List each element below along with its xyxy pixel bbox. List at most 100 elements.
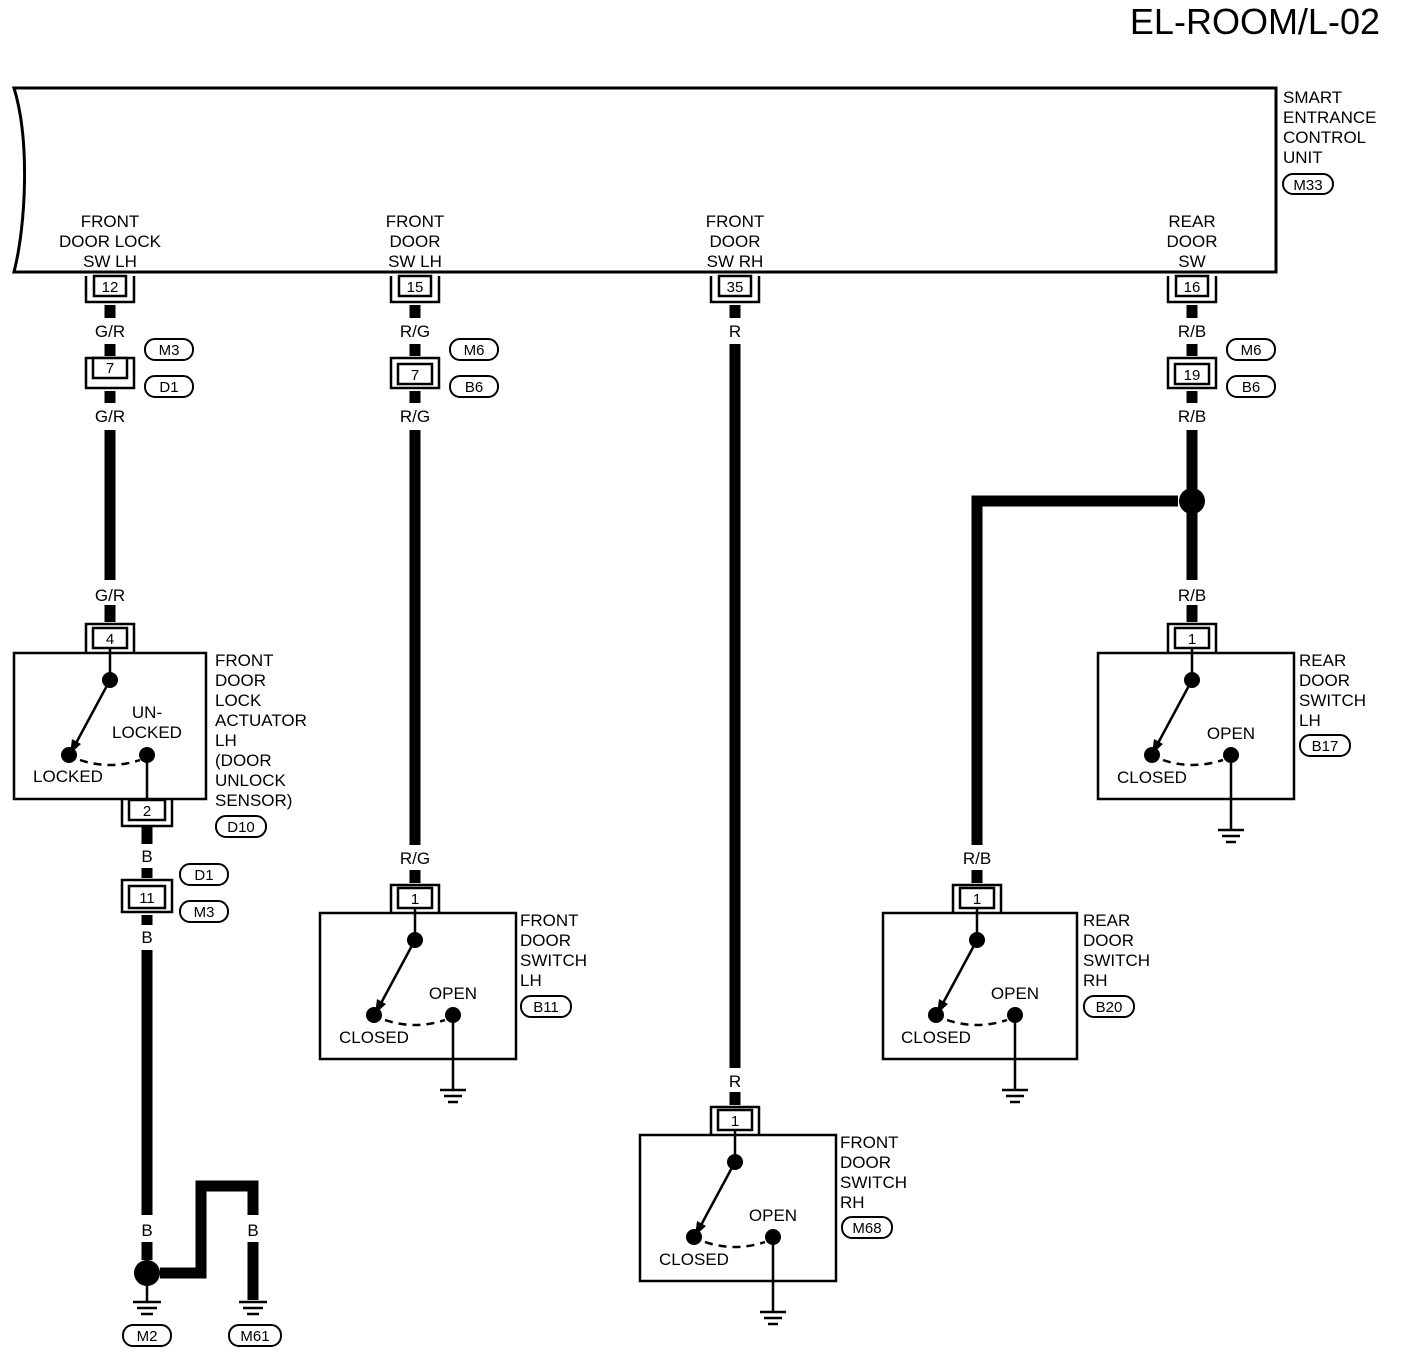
component-label: DOOR [1083, 931, 1134, 950]
connector-id-tag: D1 [159, 379, 178, 396]
connector-id-tag-text: M33 [1293, 177, 1322, 194]
wire-color-label: G/R [95, 407, 125, 426]
wire-color-label: B [141, 847, 152, 866]
switch-state-label: OPEN [991, 984, 1039, 1003]
component-label: LOCK [215, 691, 262, 710]
door-lock-actuator: 4 2 LOCKED UN- LOCKED FRONT DOOR LOCK AC… [12, 622, 307, 838]
terminal-label: DOOR [710, 232, 761, 251]
connector-pin-number: 1 [731, 1113, 739, 1130]
wire-color-label: G/R [95, 586, 125, 605]
connector-pin-number: 7 [106, 360, 114, 377]
component-label: DOOR [840, 1153, 891, 1172]
connector-pin-number: 35 [727, 279, 744, 296]
wire-color-label: B [141, 1221, 152, 1240]
component-label: LH [1299, 711, 1321, 730]
wire-color-label: R [729, 1072, 741, 1091]
inline-connector-tags [144, 338, 1276, 923]
connector-id-tag: B20 [1096, 999, 1123, 1016]
wire-color-label: G/R [95, 322, 125, 341]
connector-pin-number: 7 [411, 367, 419, 384]
wire-color-label: R/G [400, 849, 430, 868]
control-unit-label-2: ENTRANCE [1283, 108, 1377, 127]
connector-pin-number: 1 [1188, 631, 1196, 648]
connector-id-tag: B17 [1312, 738, 1339, 755]
connector-id-tag: M6 [464, 342, 485, 359]
switch-state-label: CLOSED [1117, 768, 1187, 787]
wires [104, 305, 1198, 1300]
component-label: DOOR [520, 931, 571, 950]
switch-state-label: CLOSED [659, 1250, 729, 1269]
component-label: REAR [1299, 651, 1346, 670]
switch-state-label: UN- [132, 703, 162, 722]
front-door-switch-lh: 1 CLOSED OPEN FRONT DOOR SWITCH LH B11 [318, 883, 587, 1104]
control-unit-label-1: SMART [1283, 88, 1342, 107]
wire-color-label: R/B [1178, 586, 1206, 605]
switch-state-label: LOCKED [112, 723, 182, 742]
ground-id-tag: M61 [240, 1328, 269, 1345]
component-label: SWITCH [840, 1173, 907, 1192]
terminal-label: FRONT [706, 212, 765, 231]
wire-color-label: R/B [1178, 407, 1206, 426]
connector-id-tag: M3 [159, 342, 180, 359]
component-label: REAR [1083, 911, 1130, 930]
switch-state-label: OPEN [749, 1206, 797, 1225]
diagram-title: EL-ROOM/L-02 [1130, 1, 1380, 42]
switch-state-label: LOCKED [33, 767, 103, 786]
terminal-label: DOOR [1167, 232, 1218, 251]
component-label: RH [840, 1193, 865, 1212]
component-label: FRONT [215, 651, 274, 670]
terminal-label: DOOR LOCK [59, 232, 162, 251]
wire-labels: G/R G/R G/R B B B B B R/G R/G R/G R R R/… [95, 322, 1206, 1240]
component-label: SWITCH [1083, 951, 1150, 970]
connector-id-tag [1282, 173, 1334, 195]
connector-id-tag: B6 [1242, 379, 1260, 396]
component-label: RH [1083, 971, 1108, 990]
inline-connectors [84, 356, 1218, 914]
connector-id-tag: B6 [465, 379, 483, 396]
connector-id-tag: M68 [852, 1220, 881, 1237]
component-label: DOOR [215, 671, 266, 690]
wire-color-label: R/G [400, 322, 430, 341]
terminal-label: FRONT [81, 212, 140, 231]
wire-color-label: R [729, 322, 741, 341]
switch-state-label: OPEN [1207, 724, 1255, 743]
wire-color-label: R/B [963, 849, 991, 868]
component-label: SWITCH [520, 951, 587, 970]
connector-pin-number: 15 [407, 279, 424, 296]
terminal-label: REAR [1168, 212, 1215, 231]
wire-color-label: B [247, 1221, 258, 1240]
component-label: FRONT [840, 1133, 899, 1152]
terminal-label: SW RH [707, 252, 764, 271]
connector-id-tag: B11 [533, 999, 559, 1016]
control-unit-label-3: CONTROL [1283, 128, 1366, 147]
component-label: FRONT [520, 911, 579, 930]
terminal-label: SW LH [83, 252, 137, 271]
component-label: ACTUATOR [215, 711, 307, 730]
connector-pin-number: 12 [102, 279, 119, 296]
component-label: SWITCH [1299, 691, 1366, 710]
wire-color-label: B [195, 1221, 206, 1240]
terminal-label: DOOR [390, 232, 441, 251]
splice-point [134, 1260, 160, 1286]
wire-color-label: R/G [400, 407, 430, 426]
front-door-switch-rh: 1 CLOSED OPEN FRONT DOOR SWITCH RH M68 [638, 1105, 907, 1326]
terminal-label: FRONT [386, 212, 445, 231]
ground-m61: M61 [228, 1300, 282, 1347]
rear-door-switch-lh: 1 CLOSED OPEN REAR DOOR SWITCH LH B17 [1096, 622, 1366, 844]
ground-m2: M2 [122, 1286, 172, 1347]
connector-pin-number: 11 [139, 890, 155, 907]
component-label: DOOR [1299, 671, 1350, 690]
switch-state-label: CLOSED [901, 1028, 971, 1047]
connector-id-tag: M3 [194, 904, 215, 921]
connector-pin-number: 19 [1184, 367, 1201, 384]
wire-b-branch [195, 1180, 259, 1242]
wire-r-b-branch [971, 495, 1178, 845]
control-unit-label-4: UNIT [1283, 148, 1323, 167]
connector-id-tag: D1 [194, 867, 213, 884]
connector-pin-number: 4 [106, 631, 114, 648]
unit-terminal-pins [84, 274, 1218, 304]
wire-color-label: R/B [1178, 322, 1206, 341]
component-label: LH [215, 731, 237, 750]
control-unit: SMART ENTRANCE CONTROL UNIT M33 [11, 86, 1377, 274]
